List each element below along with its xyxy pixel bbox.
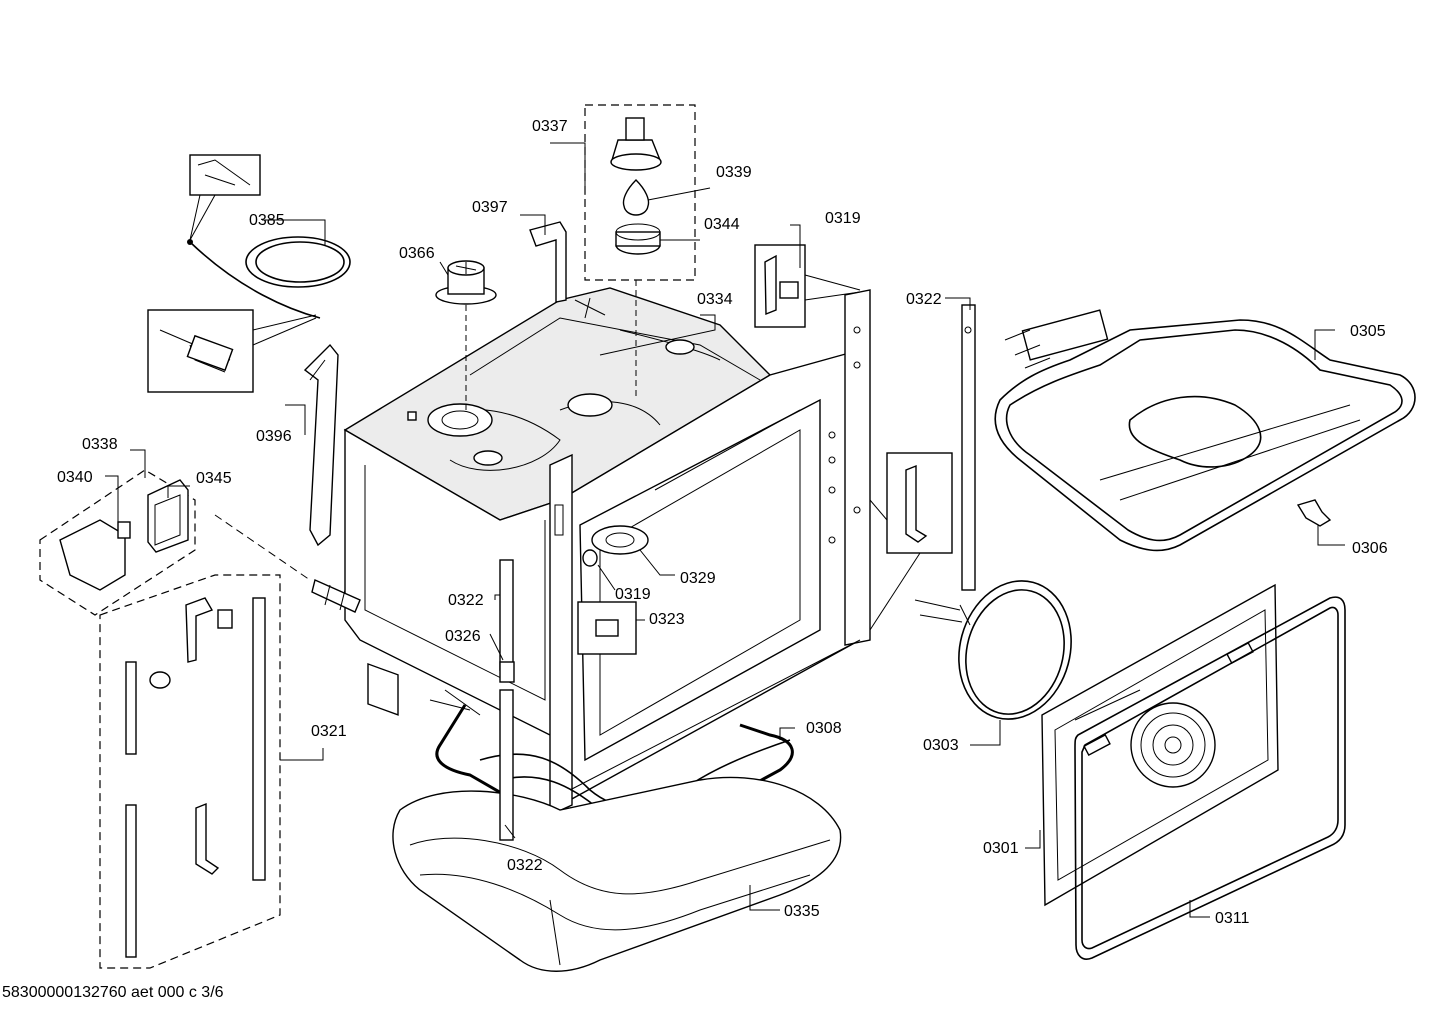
- small-parts-drawing: [577, 549, 637, 655]
- label-0329: 0329: [680, 570, 716, 587]
- switch-group-drawing: [39, 469, 311, 616]
- bracket-0397-drawing: [529, 221, 567, 303]
- label-0339: 0339: [716, 164, 752, 181]
- clip-0306-drawing: [1296, 499, 1332, 527]
- kit-0321-drawing: [99, 574, 281, 969]
- leader-lines: [105, 142, 1345, 918]
- label-0322-right: 0322: [906, 291, 942, 308]
- label-0334: 0334: [697, 291, 733, 308]
- lamp-assembly-drawing: [584, 104, 696, 400]
- label-0344: 0344: [704, 216, 740, 233]
- label-0311: 0311: [1215, 910, 1250, 927]
- label-0366: 0366: [399, 245, 435, 262]
- label-0301: 0301: [983, 840, 1019, 857]
- cable-0385-drawing: [147, 154, 351, 393]
- label-0305: 0305: [1350, 323, 1386, 340]
- label-0319-top: 0319: [825, 210, 861, 227]
- back-panel-drawing: [1041, 583, 1279, 907]
- label-0396: 0396: [256, 428, 292, 445]
- bracket-0396-drawing: [303, 343, 339, 547]
- label-0385: 0385: [249, 212, 285, 229]
- label-0319-mid: 0319: [615, 586, 651, 603]
- label-0338: 0338: [82, 436, 118, 453]
- document-id-footer: 58300000132760 aet 000 c 3/6: [2, 984, 224, 1001]
- label-0335: 0335: [784, 903, 820, 920]
- strip-0322-lower-drawing: [499, 559, 515, 841]
- label-0322-mid: 0322: [448, 592, 484, 609]
- strip-0322-right-drawing: [961, 304, 976, 591]
- label-0326: 0326: [445, 628, 481, 645]
- label-0323: 0323: [649, 611, 685, 628]
- cap-0366-drawing: [435, 260, 497, 410]
- ring-element-drawing: [914, 580, 1072, 720]
- bracket-box-right-drawing: [869, 452, 953, 631]
- bracket-box-0319-drawing: [754, 244, 861, 328]
- label-0322-bottom: 0322: [507, 857, 543, 874]
- label-0337: 0337: [532, 118, 568, 135]
- side-rail-drawing: [311, 579, 361, 613]
- label-0308: 0308: [806, 720, 842, 737]
- label-0397: 0397: [472, 199, 508, 216]
- label-0303: 0303: [923, 737, 959, 754]
- part-labels: 0337 0339 0344 0319 0397 0366 0385 0334 …: [57, 118, 1388, 927]
- label-0345: 0345: [196, 470, 232, 487]
- label-0321: 0321: [311, 723, 347, 740]
- insulation-blanket-drawing: [392, 776, 842, 972]
- door-gasket-drawing: [1074, 596, 1346, 960]
- oven-cavity-drawing: [343, 287, 871, 817]
- grill-element-drawing: [994, 309, 1416, 552]
- label-0306: 0306: [1352, 540, 1388, 557]
- label-0340: 0340: [57, 469, 93, 486]
